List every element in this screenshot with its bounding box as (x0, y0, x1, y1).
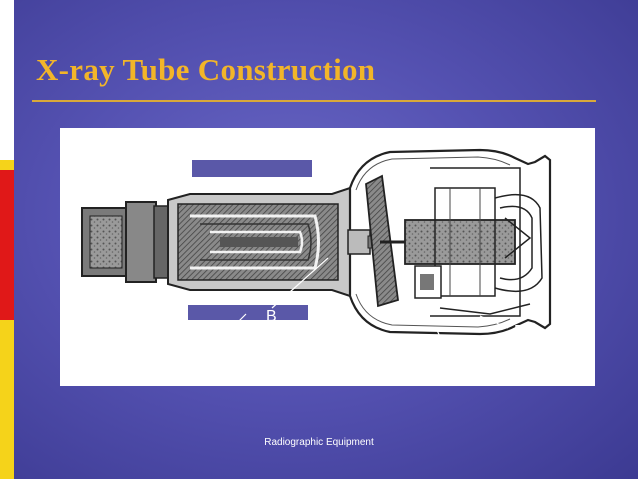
label-plate-lower (188, 305, 308, 320)
label-plate-upper (192, 160, 312, 177)
label-c: C (178, 355, 190, 372)
sidebar-accent (0, 0, 14, 479)
title-underline (32, 100, 596, 102)
anode-wiring (439, 193, 543, 315)
label-d: D (319, 327, 331, 344)
label-e: E (346, 363, 357, 380)
sidebar-segment-yellow-top (0, 160, 14, 170)
label-b: B (266, 308, 277, 325)
xray-tube-diagram: A B C D E F G (60, 128, 595, 386)
rotor-assembly (404, 167, 521, 317)
leader-lines (199, 141, 509, 367)
label-f: F (514, 323, 524, 340)
xray-tube-drawing: A B C D E F G (81, 134, 552, 380)
label-a: A (247, 134, 258, 151)
cathode-assembly (167, 186, 351, 298)
sidebar-segment-white (0, 0, 14, 160)
sidebar-segment-red (0, 170, 14, 320)
slide-title: X-ray Tube Construction (36, 52, 376, 87)
label-g: G (446, 351, 458, 368)
tube-connector (81, 201, 169, 283)
sidebar-segment-yellow (0, 320, 14, 479)
glass-envelope (348, 148, 552, 336)
slide-footer: Radiographic Equipment (264, 437, 374, 448)
